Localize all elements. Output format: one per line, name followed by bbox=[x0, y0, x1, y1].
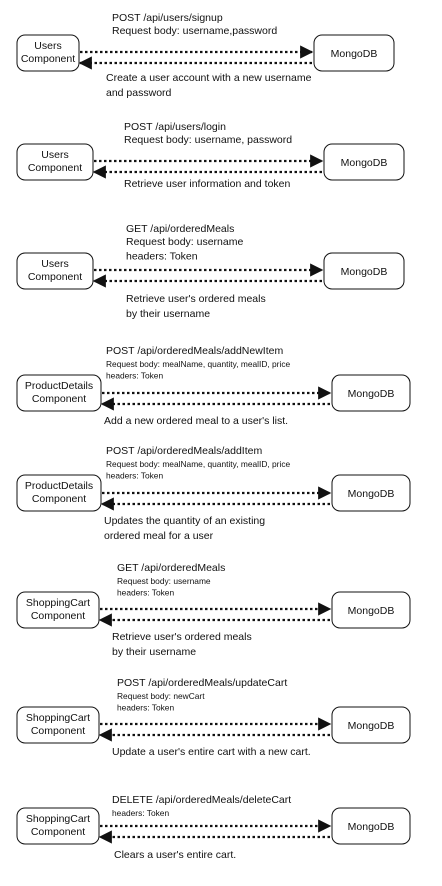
component-box bbox=[16, 706, 100, 744]
response-description: Updates the quantity of an existing bbox=[104, 515, 265, 527]
component-box bbox=[16, 807, 100, 845]
request-detail: headers: Token bbox=[126, 251, 198, 263]
component-box bbox=[16, 252, 94, 290]
request-detail: headers: Token bbox=[106, 471, 163, 481]
database-box bbox=[331, 374, 411, 412]
response-description: ordered meal for a user bbox=[104, 530, 214, 542]
request-endpoint: POST /api/orderedMeals/updateCart bbox=[117, 677, 287, 689]
component-box-label: Component bbox=[31, 826, 85, 838]
request-endpoint: POST /api/orderedMeals/addItem bbox=[106, 445, 262, 457]
database-box-label: MongoDB bbox=[348, 488, 395, 500]
component-box bbox=[16, 374, 102, 412]
component-box-label: Users bbox=[41, 149, 68, 161]
database-box bbox=[323, 252, 405, 290]
request-endpoint: POST /api/orderedMeals/addNewItem bbox=[106, 345, 283, 357]
component-box-label: ShoppingCart bbox=[26, 597, 90, 609]
response-description: by their username bbox=[112, 646, 196, 658]
component-box-label: Component bbox=[31, 725, 85, 737]
response-description: Create a user account with a new usernam… bbox=[106, 72, 312, 84]
database-box-label: MongoDB bbox=[341, 157, 388, 169]
request-detail: Request body: mealName, quantity, mealID… bbox=[106, 459, 291, 469]
component-box-label: Component bbox=[32, 493, 86, 505]
request-detail: Request body: mealName, quantity, mealID… bbox=[106, 359, 291, 369]
database-box bbox=[331, 474, 411, 512]
component-box bbox=[16, 474, 102, 512]
request-endpoint: GET /api/orderedMeals bbox=[126, 223, 234, 235]
request-endpoint: DELETE /api/orderedMeals/deleteCart bbox=[112, 794, 291, 806]
database-box bbox=[323, 143, 405, 181]
component-box-label: Component bbox=[32, 393, 86, 405]
request-detail: headers: Token bbox=[117, 588, 174, 598]
component-box bbox=[16, 34, 80, 72]
response-description: Clears a user's entire cart. bbox=[114, 849, 236, 861]
response-description: Retrieve user's ordered meals bbox=[112, 631, 252, 643]
response-description: and password bbox=[106, 87, 172, 99]
request-detail: Request body: newCart bbox=[117, 691, 205, 701]
database-box-label: MongoDB bbox=[348, 605, 395, 617]
component-box bbox=[16, 591, 100, 629]
database-box-label: MongoDB bbox=[331, 48, 378, 60]
component-box bbox=[16, 143, 94, 181]
database-box bbox=[331, 807, 411, 845]
request-detail: headers: Token bbox=[117, 703, 174, 713]
response-description: Add a new ordered meal to a user's list. bbox=[104, 415, 288, 427]
request-endpoint: GET /api/orderedMeals bbox=[117, 562, 225, 574]
component-box-label: Component bbox=[21, 53, 75, 65]
database-box-label: MongoDB bbox=[348, 821, 395, 833]
request-endpoint: POST /api/users/login bbox=[124, 121, 226, 133]
component-box-label: ProductDetails bbox=[25, 380, 93, 392]
response-description: Retrieve user information and token bbox=[124, 178, 290, 190]
component-box-label: ShoppingCart bbox=[26, 813, 90, 825]
response-description: by their username bbox=[126, 308, 210, 320]
request-detail: Request body: username,password bbox=[112, 25, 277, 37]
request-detail: Request body: username, password bbox=[124, 134, 292, 146]
request-endpoint: POST /api/users/signup bbox=[112, 12, 223, 24]
component-box-label: ProductDetails bbox=[25, 480, 93, 492]
component-box-label: Component bbox=[28, 271, 82, 283]
request-detail: Request body: username bbox=[126, 236, 243, 248]
database-box bbox=[331, 706, 411, 744]
database-box bbox=[313, 34, 395, 72]
response-description: Update a user's entire cart with a new c… bbox=[112, 746, 311, 758]
component-box-label: ShoppingCart bbox=[26, 712, 90, 724]
request-detail: headers: Token bbox=[112, 808, 169, 818]
database-box-label: MongoDB bbox=[348, 388, 395, 400]
request-detail: Request body: username bbox=[117, 576, 211, 586]
component-box-label: Users bbox=[41, 258, 68, 270]
request-detail: headers: Token bbox=[106, 371, 163, 381]
database-box-label: MongoDB bbox=[341, 266, 388, 278]
database-box-label: MongoDB bbox=[348, 720, 395, 732]
component-box-label: Component bbox=[28, 162, 82, 174]
response-description: Retrieve user's ordered meals bbox=[126, 293, 266, 305]
component-box-label: Component bbox=[31, 610, 85, 622]
database-box bbox=[331, 591, 411, 629]
component-box-label: Users bbox=[34, 40, 61, 52]
